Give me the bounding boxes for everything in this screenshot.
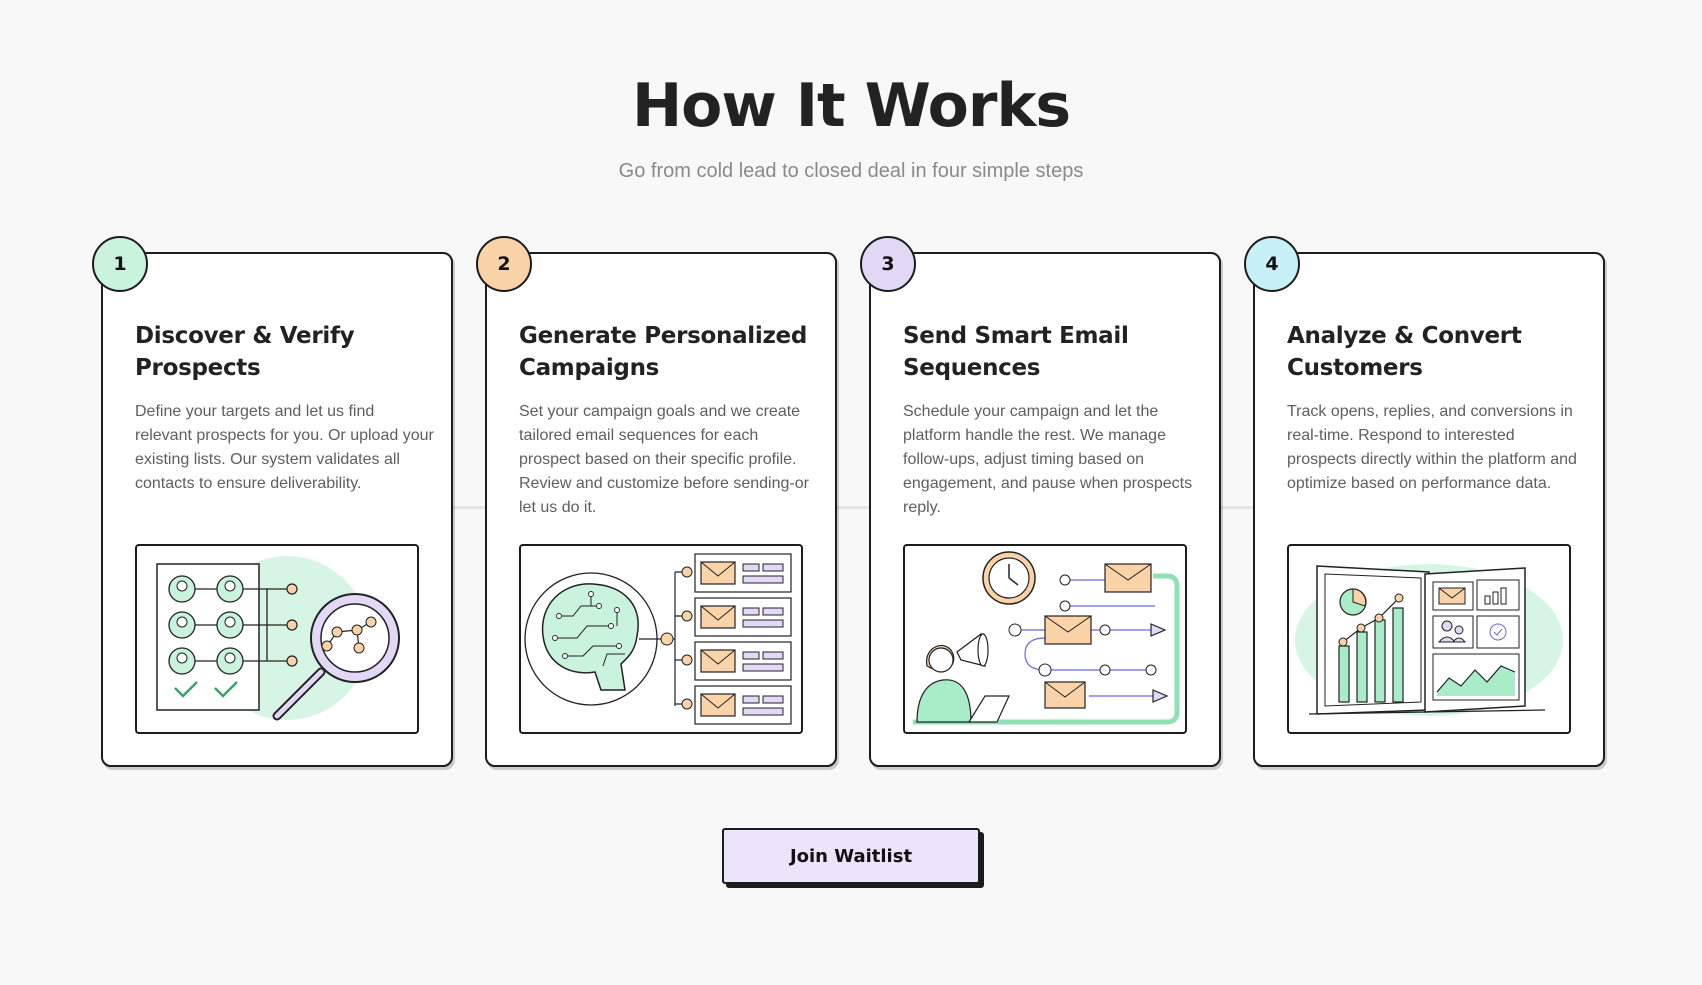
step-description: Set your campaign goals and we create ta… [519, 403, 809, 516]
step-number-badge: 1 [92, 236, 148, 292]
email-sequence-illustration [903, 544, 1187, 734]
step-card-1: 1 Discover & Verify Prospects Define you… [92, 236, 453, 767]
ai-brain-email-illustration [519, 544, 803, 734]
page-subtitle: Go from cold lead to closed deal in four… [618, 160, 1084, 182]
step-title: Send Smart Email Sequences [903, 323, 1129, 381]
prospect-search-illustration [135, 544, 419, 734]
join-waitlist-button[interactable]: Join Waitlist [722, 828, 980, 884]
step-card-4: 4 Analyze & Convert Customers Track open… [1244, 236, 1605, 767]
step-description: Schedule your campaign and let the platf… [903, 403, 1193, 516]
page-title: How It Works [631, 71, 1071, 141]
step-title: Analyze & Convert Customers [1287, 323, 1522, 381]
step-card-2: 2 Generate Personalized Campaigns Set yo… [476, 236, 837, 767]
analytics-dashboard-icon [1295, 564, 1563, 716]
step-number-badge: 4 [1244, 236, 1300, 292]
step-description: Track opens, replies, and conversions in… [1287, 403, 1577, 492]
ai-brain-email-icon [524, 553, 792, 725]
step-card-3: 3 Send Smart Email Sequences Schedule yo… [860, 236, 1221, 767]
email-sequence-icon [913, 551, 1180, 725]
prospect-search-icon [156, 556, 400, 721]
step-description: Define your targets and let us find rele… [135, 403, 434, 492]
step-title: Generate Personalized Campaigns [519, 323, 808, 381]
steps-row: 1 Discover & Verify Prospects Define you… [92, 236, 1606, 767]
step-number-badge: 2 [476, 236, 532, 292]
analytics-dashboard-illustration [1287, 544, 1571, 734]
step-connector-line [140, 506, 1560, 509]
step-number-badge: 3 [860, 236, 916, 292]
step-title: Discover & Verify Prospects [135, 323, 355, 381]
